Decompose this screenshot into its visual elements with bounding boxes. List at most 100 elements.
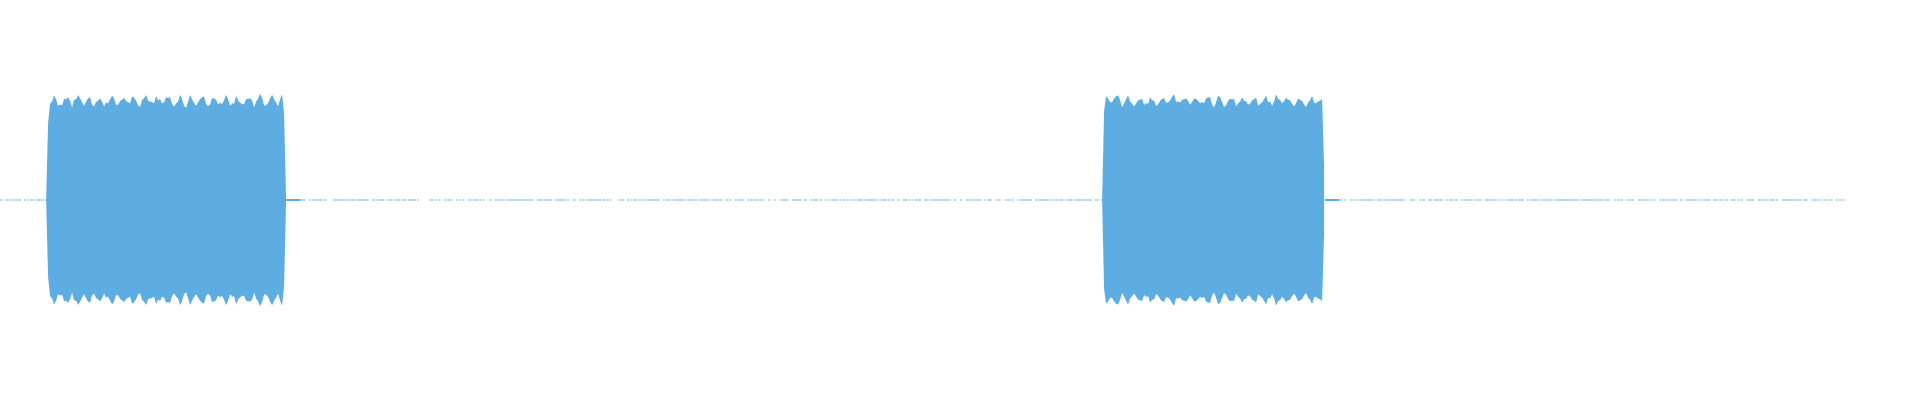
baseline-segment [1023, 199, 1027, 201]
baseline-segment [1344, 199, 1346, 201]
baseline-segment [1575, 199, 1579, 201]
baseline-segment [1593, 199, 1596, 201]
baseline-segment [1008, 199, 1010, 201]
baseline-segment [1638, 199, 1641, 201]
baseline-segment [672, 199, 675, 201]
baseline-segment [1485, 199, 1489, 201]
baseline-segment [1500, 199, 1502, 201]
baseline-segment [1350, 199, 1352, 201]
baseline-segment [630, 199, 632, 201]
baseline-segment [525, 199, 528, 201]
baseline-segment [1824, 199, 1826, 201]
baseline-segment [324, 199, 327, 201]
baseline-segment [846, 199, 848, 201]
baseline-segment [1380, 199, 1382, 201]
baseline-segment [1368, 199, 1372, 201]
baseline-segment [1386, 199, 1389, 201]
baseline-segment [1020, 199, 1024, 201]
baseline-segment [1665, 199, 1668, 201]
baseline-segment [918, 199, 922, 201]
baseline-segment [1038, 199, 1042, 201]
baseline-segment [690, 199, 693, 201]
baseline-segment [1083, 199, 1087, 201]
baseline-segment [753, 199, 756, 201]
baseline-segment [1044, 199, 1048, 201]
baseline-segment [924, 199, 928, 201]
baseline-segment [1647, 199, 1650, 201]
baseline-segment [1740, 199, 1743, 201]
baseline-segment [1077, 199, 1081, 201]
baseline-segment [933, 199, 936, 201]
baseline-segment [909, 199, 912, 201]
baseline-segment [300, 199, 304, 201]
baseline-segment [33, 199, 35, 201]
baseline-segment [432, 199, 434, 201]
baseline-segment [1542, 199, 1545, 201]
baseline-segment [1545, 199, 1549, 201]
baseline-segment [1695, 199, 1697, 201]
baseline-segment [603, 199, 606, 201]
baseline-segment [837, 199, 839, 201]
baseline-segment [1365, 199, 1368, 201]
baseline-segment [903, 199, 907, 201]
baseline-segment [639, 199, 642, 201]
baseline-segment [1431, 199, 1433, 201]
baseline-segment [540, 199, 543, 201]
baseline-segment [852, 199, 855, 201]
baseline-segment [480, 199, 482, 201]
baseline-segment [1494, 199, 1496, 201]
baseline-segment [783, 199, 787, 201]
baseline-segment [1035, 199, 1038, 201]
baseline-segment [1509, 199, 1513, 201]
baseline-segment [1770, 199, 1774, 201]
baseline-segment [1437, 199, 1440, 201]
baseline-segment [321, 199, 323, 201]
baseline-segment [1692, 199, 1695, 201]
baseline-segment [720, 199, 723, 201]
baseline-segment [1359, 199, 1363, 201]
baseline-segment [729, 199, 732, 201]
baseline-segment [1791, 199, 1795, 201]
baseline-segment [1041, 199, 1045, 201]
baseline-segment [939, 199, 943, 201]
baseline-segment [990, 199, 992, 201]
baseline-segment [1803, 199, 1807, 201]
baseline-segment [1632, 199, 1635, 201]
baseline-segment [768, 199, 771, 201]
baseline-segment [1071, 199, 1074, 201]
baseline-segment [642, 199, 645, 201]
baseline-segment [750, 199, 753, 201]
baseline-segment [1746, 199, 1749, 201]
baseline-segment [1806, 199, 1808, 201]
baseline-segment [1788, 199, 1792, 201]
baseline-segment [1479, 199, 1482, 201]
baseline-segment [390, 199, 392, 201]
baseline-segment [1461, 199, 1464, 201]
baseline-segment [1614, 199, 1616, 201]
baseline-segment [375, 199, 378, 201]
baseline-segment [381, 199, 385, 201]
baseline-segment [663, 199, 665, 201]
baseline-segment [1674, 199, 1678, 201]
baseline-segment [948, 199, 951, 201]
baseline-segment [1839, 199, 1842, 201]
baseline-segment [354, 199, 357, 201]
baseline-segment [339, 199, 342, 201]
waveform-bursts [46, 94, 1339, 306]
baseline-segment [309, 199, 312, 201]
baseline-segment [318, 199, 322, 201]
baseline-segment [39, 199, 42, 201]
baseline-segment [804, 199, 807, 201]
baseline-segment [42, 199, 44, 201]
baseline-segment [1428, 199, 1432, 201]
baseline-segment [687, 199, 691, 201]
baseline-segment [621, 199, 625, 201]
baseline-segment [468, 199, 471, 201]
baseline-segment [498, 199, 501, 201]
baseline-segment [312, 199, 315, 201]
burst-tail [286, 199, 301, 201]
baseline-segment [1062, 199, 1064, 201]
baseline-segment [1395, 199, 1398, 201]
